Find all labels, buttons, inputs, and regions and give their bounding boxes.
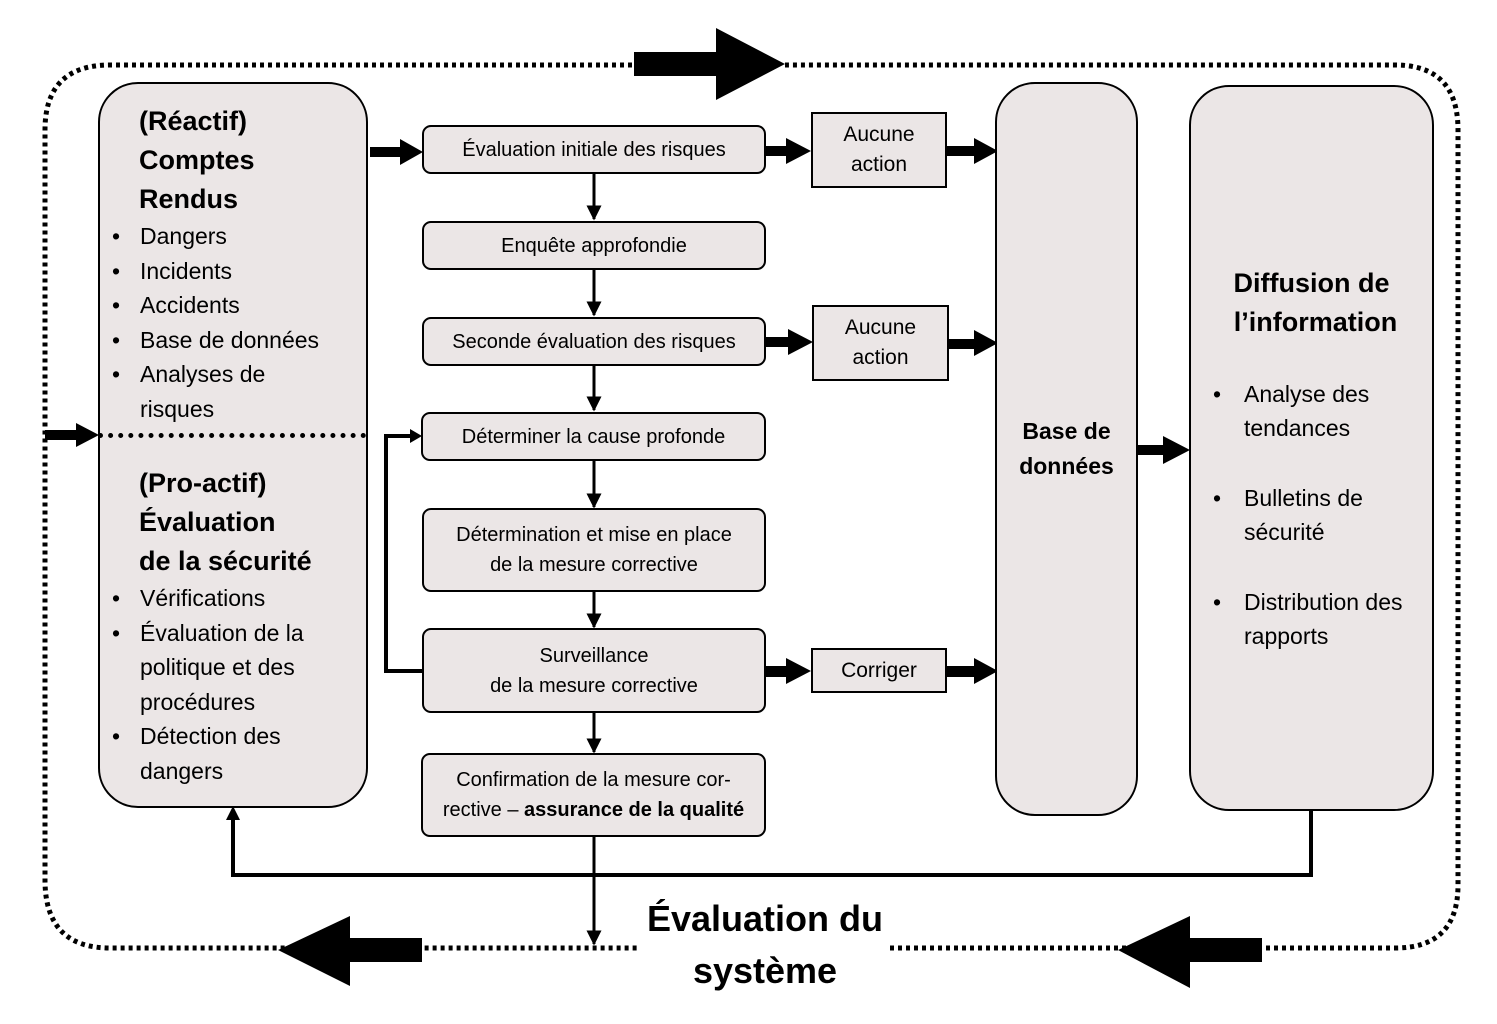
- list-item: Distribution des rapports: [1201, 585, 1421, 653]
- step-label: Surveillance: [539, 644, 649, 667]
- database-label: Base de: [1022, 418, 1111, 444]
- proactive-heading-line: de la sécurité: [139, 546, 312, 576]
- dissemination-panel: Diffusion de l’information Analyse des t…: [1189, 85, 1434, 811]
- loop-arrow-bottom-right-icon: [1118, 916, 1262, 988]
- entry-arrow-icon: [45, 423, 99, 447]
- step-confirmation-qa: Confirmation de la mesure cor- rective –…: [421, 753, 766, 837]
- feedback-connector: [231, 810, 1313, 877]
- step-second-risk-assessment: Seconde évaluation des risques: [422, 317, 766, 366]
- step-corrective-setup: Détermination et mise en place de la mes…: [422, 508, 766, 592]
- outcome-label: action: [852, 346, 909, 369]
- loop-arrow-top-right-icon: [634, 28, 785, 100]
- dissemination-heading-line: l’information: [1233, 307, 1398, 337]
- list-item: Analyses de risques: [100, 357, 300, 426]
- list-item: Bulletins de sécurité: [1201, 481, 1421, 549]
- list-item: Détection des dangers: [100, 719, 310, 788]
- loopback-connector: [384, 434, 422, 673]
- proactive-heading-line: (Pro-actif): [139, 468, 267, 498]
- step-label: rective – assurance de la qualité: [443, 795, 744, 825]
- step-label: de la mesure corrective: [490, 554, 698, 576]
- step-label: Évaluation initiale des risques: [462, 138, 726, 161]
- list-item: Incidents: [100, 254, 366, 289]
- outcome-label: action: [850, 153, 908, 176]
- list-item: Base de données: [100, 323, 366, 358]
- step-label: Seconde évaluation des risques: [452, 330, 736, 353]
- step-label: Déterminer la cause profonde: [461, 425, 726, 448]
- dissemination-list: Analyse des tendances Bulletins de sécur…: [1201, 377, 1421, 653]
- diagram-title: Évaluation du système: [640, 893, 890, 997]
- arrow-noaction1-to-db-icon: [946, 138, 998, 164]
- arrow-panel-to-initial-icon: [370, 139, 423, 165]
- arrow-noaction2-to-db-icon: [948, 330, 998, 356]
- step-label-bold: assurance de la qualité: [524, 799, 745, 821]
- arrow-initial-to-noaction-icon: [766, 138, 811, 164]
- arrow-db-to-dissemination-icon: [1137, 436, 1190, 464]
- reactive-heading-line: Rendus: [139, 184, 239, 214]
- list-item: Vérifications: [100, 581, 366, 616]
- loop-arrow-bottom-left-icon: [278, 916, 422, 986]
- reactive-list: Dangers Incidents Accidents Base de donn…: [100, 219, 366, 426]
- list-item: Accidents: [100, 288, 366, 323]
- reporting-panel: (Réactif) Comptes Rendus Dangers Inciden…: [98, 82, 368, 808]
- arrow-monitoring-to-correct-icon: [766, 658, 811, 684]
- outcome-label: Corriger: [841, 658, 917, 682]
- list-item: Dangers: [100, 219, 366, 254]
- step-root-cause: Déterminer la cause profonde: [421, 412, 766, 461]
- step-label: de la mesure corrective: [490, 674, 698, 697]
- list-item: Évaluation de la politique et des procéd…: [100, 616, 340, 720]
- step-label: Enquête approfondie: [501, 234, 687, 257]
- outcome-no-action-2: Aucune action: [812, 305, 949, 381]
- database-box: Base de données: [995, 82, 1138, 816]
- step-label: Détermination et mise en place: [456, 524, 732, 546]
- arrow-second-to-noaction-icon: [766, 329, 813, 355]
- outcome-no-action-1: Aucune action: [811, 112, 947, 188]
- outcome-label: Aucune: [844, 316, 917, 339]
- proactive-heading-line: Évaluation: [139, 507, 276, 537]
- outer-loop-right: [785, 62, 1461, 951]
- list-item: Analyse des tendances: [1201, 377, 1421, 445]
- outcome-label: Aucune: [843, 123, 915, 146]
- proactive-section: (Pro-actif) Évaluation de la sécurité Vé…: [100, 464, 366, 788]
- dissemination-heading-line: Diffusion de: [1233, 268, 1390, 298]
- step-label: Confirmation de la mesure cor-: [456, 769, 731, 791]
- step-in-depth-investigation: Enquête approfondie: [422, 221, 766, 270]
- outcome-correct: Corriger: [811, 648, 947, 693]
- step-initial-risk-assessment: Évaluation initiale des risques: [422, 125, 766, 174]
- outer-loop-top: [42, 62, 640, 951]
- panel-divider: [98, 433, 366, 438]
- reactive-section: (Réactif) Comptes Rendus Dangers Inciden…: [100, 102, 366, 426]
- proactive-list: Vérifications Évaluation de la politique…: [100, 581, 366, 788]
- step-monitoring: Surveillance de la mesure corrective: [422, 628, 766, 713]
- arrow-correct-to-db-icon: [946, 658, 998, 684]
- reactive-heading-line: (Réactif): [139, 106, 248, 136]
- step-label-plain: rective –: [442, 799, 525, 821]
- reactive-heading-line: Comptes: [139, 145, 255, 175]
- database-label: données: [1019, 453, 1114, 479]
